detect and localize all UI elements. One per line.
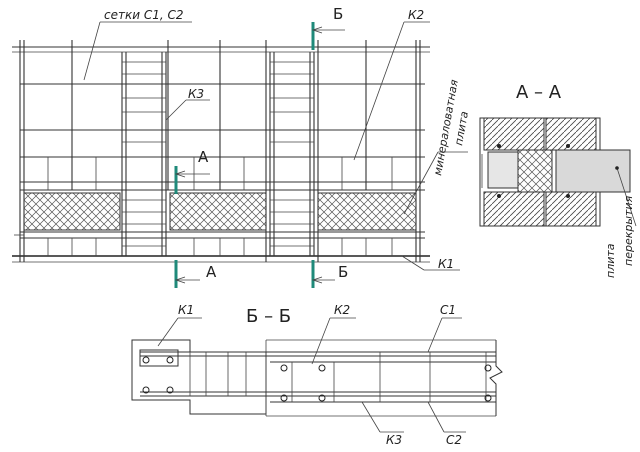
label-c1-bb: С1 — [440, 303, 456, 317]
k2-frame-ties — [47, 157, 393, 190]
ladder-k3-left — [121, 52, 167, 256]
label-k1-right: К1 — [438, 257, 454, 271]
leader-lines — [83, 21, 468, 271]
label-k3-bb: К3 — [386, 433, 402, 447]
insulation-block-2 — [169, 192, 267, 231]
insulation-block-1 — [23, 192, 121, 231]
label-section-a-bottom: А — [206, 263, 217, 281]
label-k2-top: К2 — [408, 8, 424, 22]
floor-slab — [555, 149, 631, 193]
stirrups — [189, 352, 487, 402]
label-section-bb: Б – Б — [246, 306, 291, 327]
label-floor-slab-2: перекрытия — [622, 195, 635, 266]
k1-frame-ties — [47, 238, 393, 256]
label-c2-bb: С2 — [446, 433, 462, 447]
label-k1-bb: К1 — [178, 303, 194, 317]
label-meshes: сетки С1, С2 — [104, 8, 184, 22]
section-markers — [174, 22, 345, 288]
label-k3-top: К3 — [188, 87, 204, 101]
label-section-b-bottom: Б — [338, 263, 348, 281]
label-floor-slab-1: плита — [604, 243, 617, 278]
label-section-b-top: Б — [333, 5, 343, 23]
label-k2-bb: К2 — [334, 303, 350, 317]
label-section-a-mid: А — [198, 148, 209, 166]
label-section-aa: А – А — [516, 82, 562, 103]
front-elevation — [12, 40, 430, 263]
section-bb — [131, 317, 503, 433]
labels: сетки С1, С2 Б К2 К3 А минераловатная пл… — [104, 5, 635, 447]
label-slab: плита — [452, 110, 471, 147]
section-aa — [479, 117, 637, 227]
insulation-block-3 — [317, 192, 417, 231]
ladder-k3-right — [269, 52, 315, 256]
